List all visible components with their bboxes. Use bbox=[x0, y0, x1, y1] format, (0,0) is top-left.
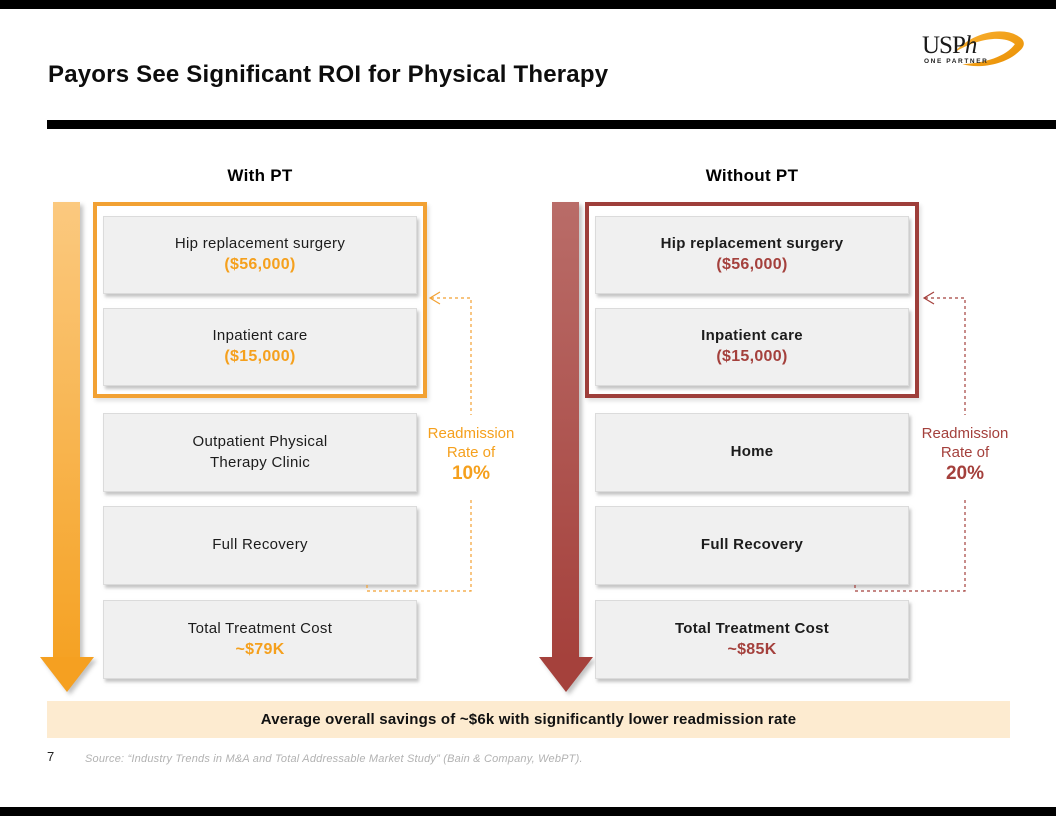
hospital-cost-group-box-with-pt bbox=[93, 202, 427, 398]
box-label: Full Recovery bbox=[700, 536, 804, 554]
box-label: Total Treatment Cost bbox=[674, 619, 830, 637]
readmission-connector-with-pt bbox=[366, 291, 472, 592]
readmission-rate-without-pt: Readmission Rate of 20% bbox=[903, 424, 1027, 487]
box-value: ~$79K bbox=[235, 640, 285, 658]
treatment-box-inpatient-care-without-pt: Inpatient care ($15,000) bbox=[595, 308, 909, 386]
readmission-label: Readmission bbox=[427, 425, 515, 442]
hospital-cost-group-box-without-pt bbox=[585, 202, 919, 398]
usph-logo: USPh ONE PARTNER bbox=[922, 24, 1032, 72]
logo-tagline: ONE PARTNER bbox=[924, 58, 989, 65]
page-number: 7 bbox=[47, 749, 55, 764]
box-label: Hip replacement surgery bbox=[174, 235, 346, 253]
box-label: Home bbox=[730, 443, 774, 461]
logo-wordmark: USPh bbox=[922, 32, 977, 59]
treatment-box-hip-surgery-with-pt: Hip replacement surgery ($56,000) bbox=[103, 216, 417, 294]
treatment-box-outpatient-clinic: Outpatient Physical Therapy Clinic bbox=[103, 413, 417, 492]
readmission-label: Rate of bbox=[446, 444, 496, 462]
readmission-rate-value: 10% bbox=[451, 463, 491, 485]
box-label: Full Recovery bbox=[212, 536, 308, 554]
treatment-box-hip-surgery-without-pt: Hip replacement surgery ($56,000) bbox=[595, 216, 909, 294]
treatment-box-home: Home bbox=[595, 413, 909, 492]
readmission-label: Readmission bbox=[921, 425, 1009, 442]
column-header-with-pt: With PT bbox=[227, 166, 293, 185]
flow-arrow-without-pt-icon bbox=[539, 202, 593, 692]
source-citation: Source: “Industry Trends in M&A and Tota… bbox=[85, 753, 583, 765]
box-value: ($56,000) bbox=[716, 256, 788, 274]
box-value: ($15,000) bbox=[224, 348, 296, 366]
readmission-label: Rate of bbox=[940, 444, 990, 462]
readmission-rate-with-pt: Readmission Rate of 10% bbox=[409, 424, 533, 487]
box-label: Inpatient care bbox=[701, 327, 803, 345]
readmission-connector-without-pt bbox=[854, 291, 966, 592]
box-value: ($56,000) bbox=[224, 256, 296, 274]
page-title: Payors See Significant ROI for Physical … bbox=[48, 61, 609, 88]
box-value: ($15,000) bbox=[716, 348, 788, 366]
box-label: Total Treatment Cost bbox=[187, 619, 333, 637]
box-label: Outpatient Physical Therapy Clinic bbox=[192, 433, 328, 471]
treatment-box-total-cost-without-pt: Total Treatment Cost ~$85K bbox=[595, 600, 909, 679]
bottom-divider-bar bbox=[0, 807, 1056, 816]
title-divider-bar bbox=[47, 120, 1056, 129]
readmission-rate-value: 20% bbox=[945, 463, 985, 485]
column-header-without-pt: Without PT bbox=[705, 166, 799, 185]
savings-banner: Average overall savings of ~$6k with sig… bbox=[47, 701, 1010, 738]
treatment-box-full-recovery-with-pt: Full Recovery bbox=[103, 506, 417, 585]
treatment-box-total-cost-with-pt: Total Treatment Cost ~$79K bbox=[103, 600, 417, 679]
box-label: Inpatient care bbox=[212, 327, 308, 345]
treatment-box-inpatient-care-with-pt: Inpatient care ($15,000) bbox=[103, 308, 417, 386]
flow-arrow-with-pt-icon bbox=[40, 202, 94, 692]
box-label: Hip replacement surgery bbox=[660, 235, 844, 253]
top-divider-bar bbox=[0, 0, 1056, 9]
logo-swoosh-icon bbox=[953, 31, 1024, 67]
treatment-box-full-recovery-without-pt: Full Recovery bbox=[595, 506, 909, 585]
box-value: ~$85K bbox=[727, 640, 777, 658]
